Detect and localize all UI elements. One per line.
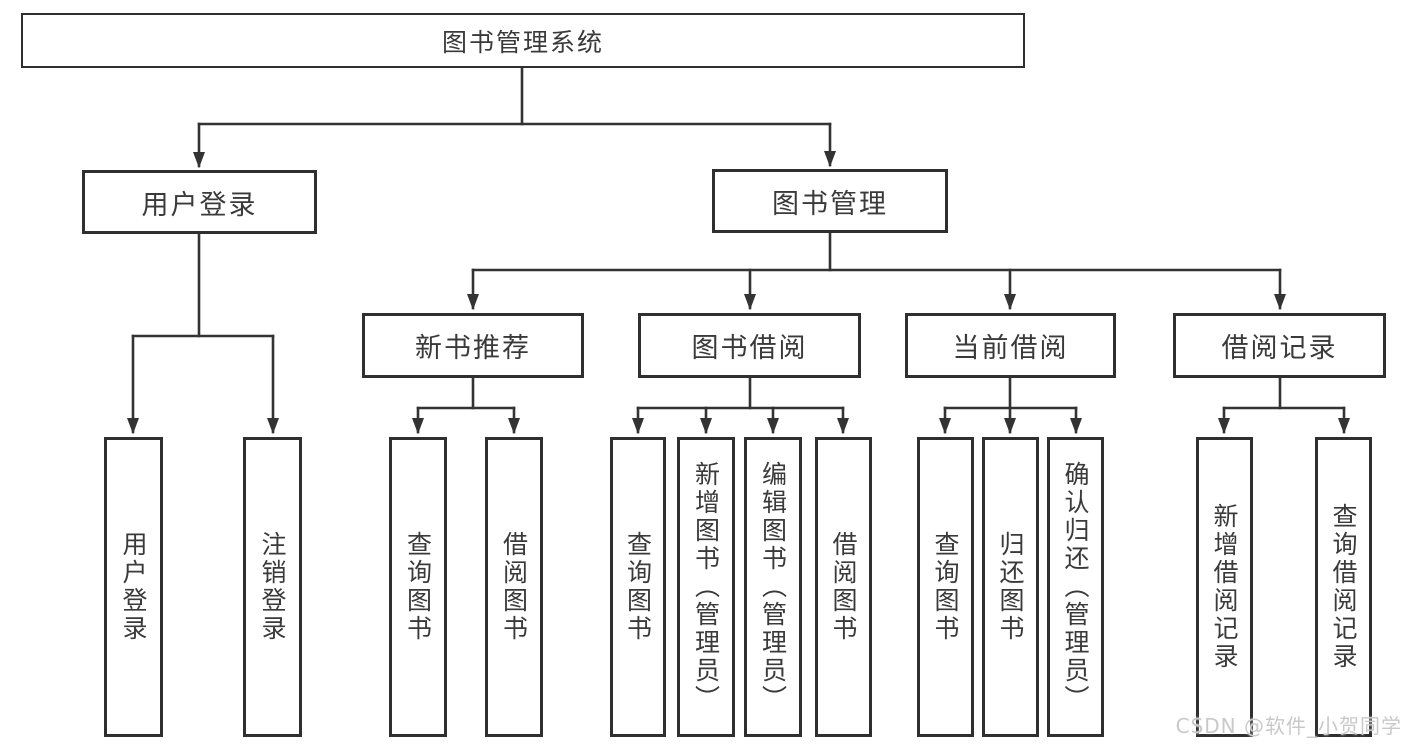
leaf-add-book-admin: 新增图书（管理员） [677,437,735,737]
node-book-management: 图书管理 [712,169,948,233]
leaf-edit-book-admin: 编辑图书（管理员） [744,437,802,737]
leaf-query-books-current: 查询图书 [917,437,974,737]
leaf-query-books-borrowing: 查询图书 [610,437,666,737]
node-library-system-root-label: 图书管理系统 [441,27,604,57]
leaf-confirm-return-admin: 确认归还（管理员） [1047,437,1104,737]
node-borrowing-records: 借阅记录 [1173,313,1386,378]
leaf-query-books-current-label: 查询图书 [931,531,960,643]
node-current-borrowing: 当前借阅 [905,313,1116,378]
leaf-borrow-books-recommend-label: 借阅图书 [499,531,529,643]
leaf-confirm-return-admin-label: 确认归还（管理员） [1061,461,1090,713]
leaf-borrow-books: 借阅图书 [815,437,872,737]
leaf-logout: 注销登录 [243,437,302,737]
leaf-user-login: 用户登录 [104,437,163,737]
leaf-return-book-label: 归还图书 [996,531,1025,643]
leaf-add-borrow-record-label: 新增借阅记录 [1210,503,1239,671]
leaf-logout-label: 注销登录 [258,531,287,643]
leaf-borrow-books-label: 借阅图书 [829,531,858,643]
csdn-watermark: CSDN @软件_小贺同学 [1175,714,1402,738]
leaf-query-books-recommend: 查询图书 [389,437,447,737]
leaf-query-borrow-record: 查询借阅记录 [1315,437,1372,737]
leaf-query-borrow-record-label: 查询借阅记录 [1329,503,1358,671]
node-user-login: 用户登录 [82,170,317,234]
node-book-management-label: 图书管理 [772,188,888,220]
leaf-add-borrow-record: 新增借阅记录 [1196,437,1253,737]
leaf-return-book: 归还图书 [982,437,1039,737]
node-new-book-recommend: 新书推荐 [362,313,584,378]
node-current-borrowing-label: 当前借阅 [952,333,1069,364]
node-library-system-root: 图书管理系统 [21,13,1025,68]
leaf-user-login-label: 用户登录 [119,531,148,643]
node-new-book-recommend-label: 新书推荐 [415,333,531,364]
node-book-borrowing: 图书借阅 [638,313,861,378]
node-user-login-label: 用户登录 [141,189,258,221]
node-borrowing-records-label: 借阅记录 [1221,333,1338,364]
leaf-query-books-borrowing-label: 查询图书 [623,531,653,643]
node-book-borrowing-label: 图书借阅 [691,333,808,364]
leaf-query-books-recommend-label: 查询图书 [403,531,433,643]
leaf-edit-book-admin-label: 编辑图书（管理员） [758,461,788,713]
leaf-borrow-books-recommend: 借阅图书 [485,437,543,737]
leaf-add-book-admin-label: 新增图书（管理员） [691,461,721,713]
